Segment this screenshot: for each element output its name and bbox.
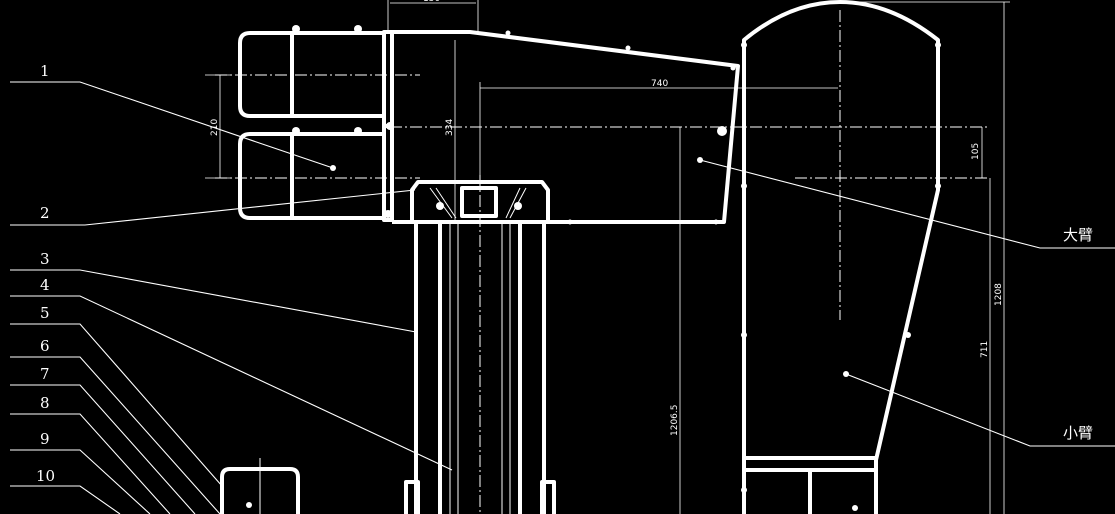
balloon-10: 10 — [36, 467, 55, 485]
balloon-6: 6 — [40, 337, 50, 355]
balloon-1: 1 — [40, 62, 50, 80]
dim-gripper-gap: 210 — [210, 119, 220, 136]
balloon-5: 5 — [40, 304, 50, 322]
dim-column-height: 1206.5 — [670, 405, 680, 437]
dim-arm-offset: 740 — [651, 79, 668, 89]
bottom-left-component — [220, 458, 300, 514]
balloon-4: 4 — [40, 276, 50, 294]
balloon-2: 2 — [40, 204, 50, 222]
dimension-lines — [205, 0, 1010, 514]
part-labels: 大臂 小臂 — [1063, 226, 1093, 442]
column-assembly — [404, 180, 556, 514]
dimension-texts: 150 740 210 334 105 711 1208 1206.5 — [210, 0, 1004, 436]
balloon-numbers: 1 2 3 4 5 6 7 8 9 10 — [36, 62, 55, 485]
dim-right-total: 1208 — [994, 283, 1004, 306]
balloon-8: 8 — [40, 394, 50, 412]
dim-right-mid: 711 — [980, 341, 990, 358]
centerlines — [215, 10, 990, 514]
balloon-7: 7 — [40, 365, 50, 383]
dim-right-small: 105 — [971, 143, 981, 160]
gripper-assembly — [238, 25, 394, 222]
upper-arm-label: 大臂 — [1063, 226, 1093, 244]
upper-arm-link — [392, 30, 740, 225]
dim-top-partial: 150 — [423, 0, 440, 4]
forearm-link — [741, 0, 941, 514]
dim-flange-height: 334 — [445, 119, 455, 136]
balloon-9: 9 — [40, 430, 50, 448]
leader-lines — [10, 81, 1115, 514]
balloon-3: 3 — [40, 250, 50, 268]
forearm-label: 小臂 — [1063, 424, 1093, 442]
